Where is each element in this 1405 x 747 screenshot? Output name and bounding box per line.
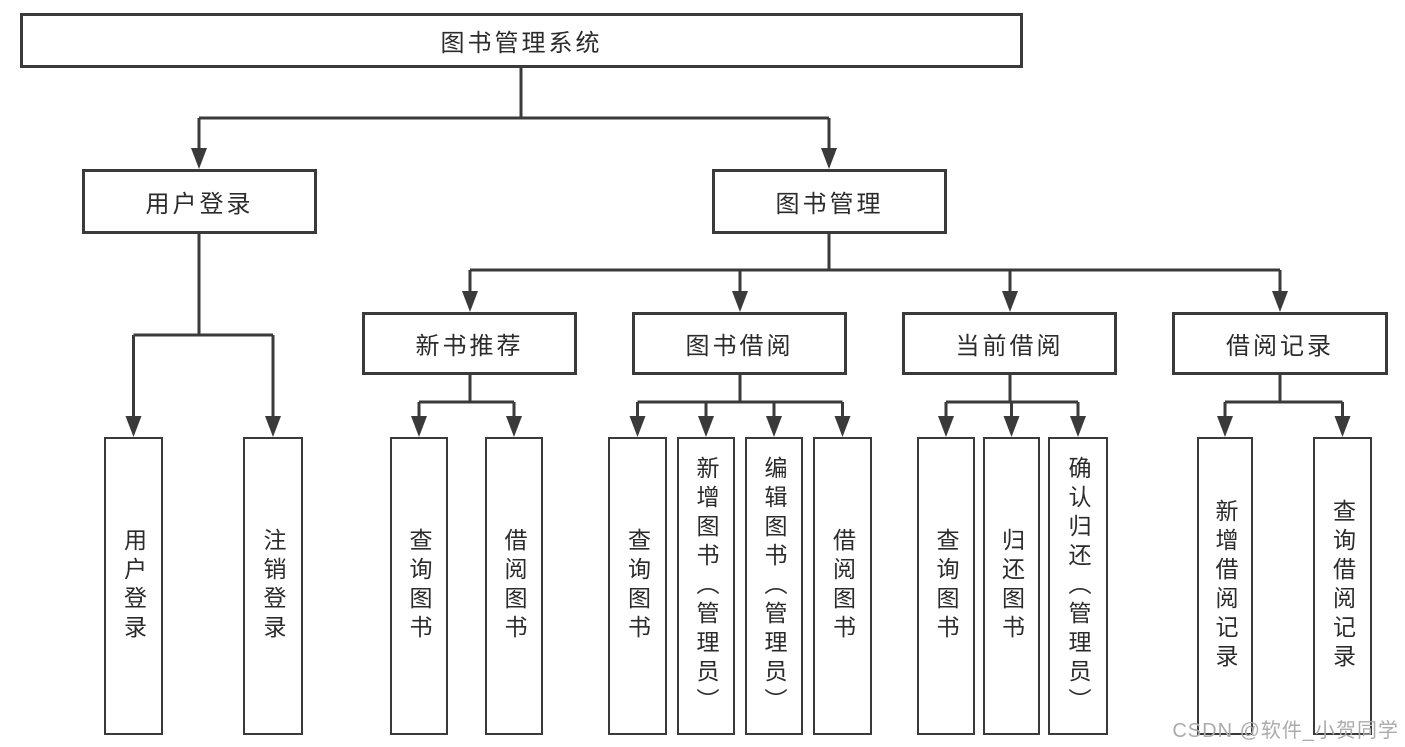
node-label: 用户登录 <box>120 528 147 644</box>
node-label: 查询图书 <box>933 528 959 644</box>
node-label: 归还图书 <box>998 528 1025 644</box>
leaf-current-return-books: 归还图书 <box>983 437 1040 735</box>
arrow-down-icon <box>506 416 522 437</box>
leaf-recommend-borrow-books: 借阅图书 <box>485 437 543 735</box>
arrow-down-icon <box>125 416 142 437</box>
leaf-current-confirm-return: 确认归还（管理员） <box>1048 437 1108 735</box>
node-label: 查询图书 <box>406 528 432 644</box>
leaf-current-query-books: 查询图书 <box>917 437 975 735</box>
leaf-borrow-add-books: 新增图书（管理员） <box>677 437 735 735</box>
arrow-down-icon <box>1217 416 1233 437</box>
arrow-down-icon <box>629 416 646 437</box>
arrow-down-icon <box>1272 291 1288 312</box>
arrow-down-icon <box>1003 416 1020 437</box>
connector-segments <box>132 68 1344 418</box>
node-label: 编辑图书（管理员） <box>761 455 787 717</box>
arrow-down-icon <box>834 416 851 437</box>
node-label: 图书管理 <box>775 191 884 218</box>
arrow-down-icon <box>462 291 478 312</box>
arrow-down-icon <box>766 416 782 437</box>
node-new-book-recommend: 新书推荐 <box>362 312 577 375</box>
node-label: 图书管理系统 <box>440 30 603 57</box>
node-label: 用户登录 <box>145 191 254 218</box>
arrow-down-icon <box>1070 416 1086 437</box>
node-label: 图书借阅 <box>685 333 794 360</box>
node-label: 借阅图书 <box>829 528 856 644</box>
node-label: 新书推荐 <box>415 333 524 360</box>
arrow-down-icon <box>1002 291 1018 312</box>
arrow-down-icon <box>191 148 207 169</box>
node-label: 借阅记录 <box>1226 333 1334 360</box>
arrow-down-icon <box>698 416 714 437</box>
node-label: 借阅图书 <box>501 528 527 644</box>
node-label: 查询借阅记录 <box>1329 499 1356 673</box>
leaf-borrow-edit-books: 编辑图书（管理员） <box>745 437 803 735</box>
leaf-records-query-record: 查询借阅记录 <box>1313 437 1372 735</box>
node-book-borrow: 图书借阅 <box>632 312 847 375</box>
leaf-logout: 注销登录 <box>243 437 303 735</box>
leaf-records-add-record: 新增借阅记录 <box>1197 437 1253 735</box>
node-label: 确认归还（管理员） <box>1065 455 1091 717</box>
node-user-login: 用户登录 <box>82 169 317 234</box>
arrow-down-icon <box>411 416 427 437</box>
node-label: 新增图书（管理员） <box>693 455 719 717</box>
node-book-management: 图书管理 <box>712 169 947 234</box>
node-label: 注销登录 <box>260 528 286 644</box>
arrow-down-icon <box>938 416 954 437</box>
node-current-borrow: 当前借阅 <box>902 312 1117 375</box>
arrow-down-icon <box>732 291 748 312</box>
arrow-down-icon <box>265 416 281 437</box>
arrow-down-icon <box>1334 416 1351 437</box>
leaf-user-login: 用户登录 <box>104 437 163 735</box>
leaf-borrow-query-books: 查询图书 <box>608 437 667 735</box>
node-label: 当前借阅 <box>955 333 1064 360</box>
leaf-borrow-borrow-books: 借阅图书 <box>813 437 872 735</box>
csdn-watermark: CSDN @软件_小贺同学 <box>1172 720 1399 742</box>
leaf-recommend-query-books: 查询图书 <box>390 437 448 735</box>
node-label: 新增借阅记录 <box>1212 499 1238 673</box>
node-root: 图书管理系统 <box>20 13 1023 68</box>
node-borrow-records: 借阅记录 <box>1172 312 1388 375</box>
node-label: 查询图书 <box>624 528 651 644</box>
arrow-down-icon <box>821 148 837 169</box>
